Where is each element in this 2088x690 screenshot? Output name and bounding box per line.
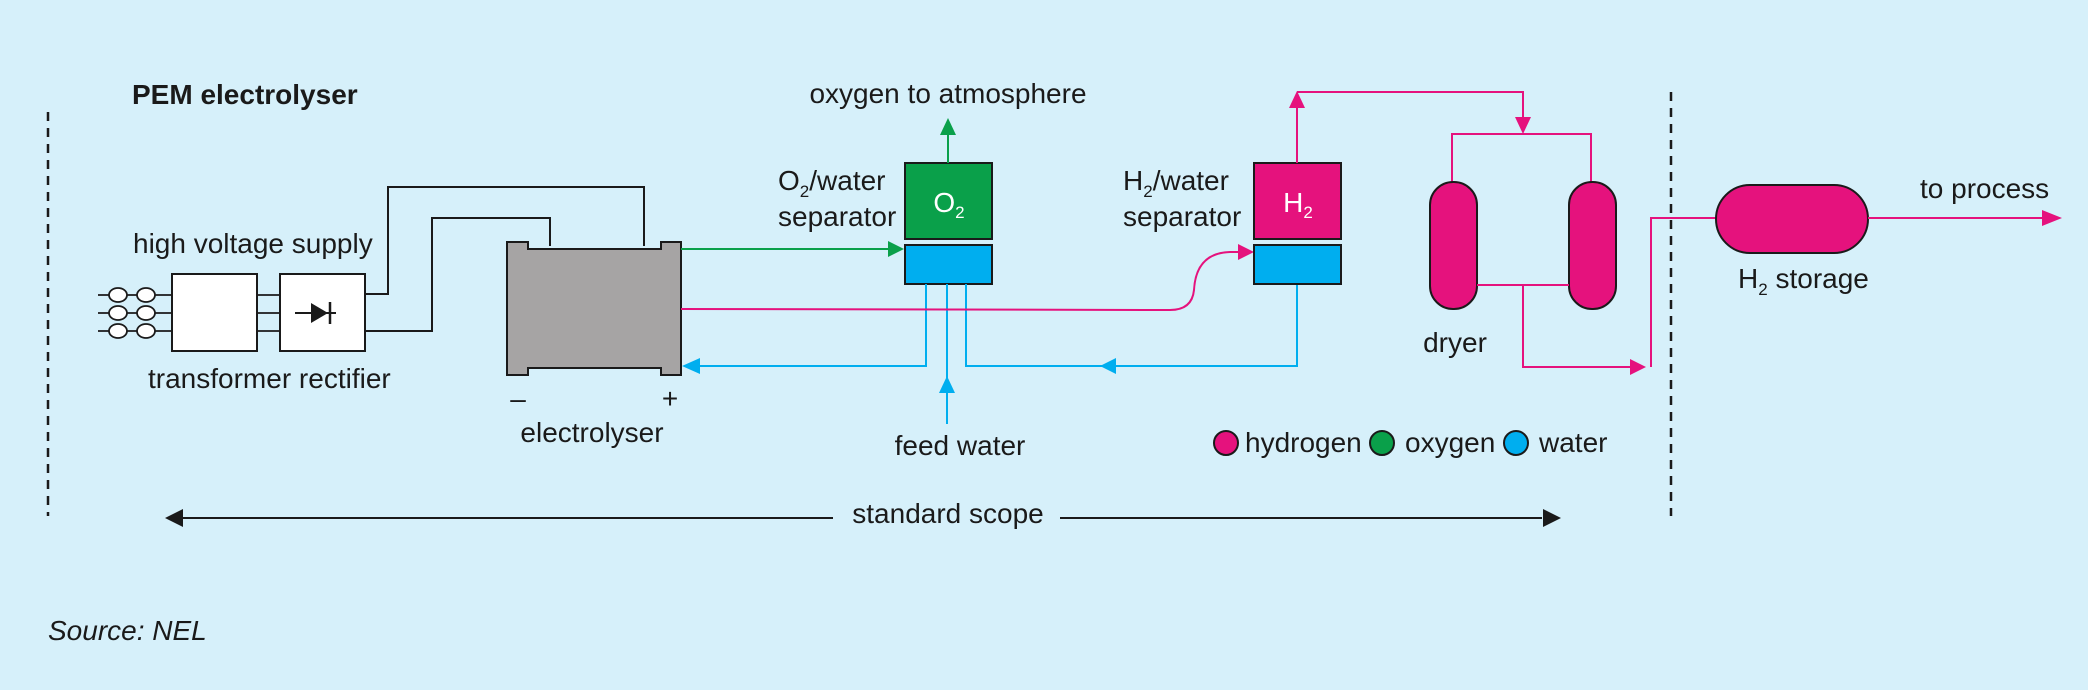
dryer-outlet-line xyxy=(1477,217,1716,368)
legend-water-label: water xyxy=(1538,427,1607,458)
o2-separator-label-line2: separator xyxy=(778,201,896,232)
oxygen-to-atmosphere-label: oxygen to atmosphere xyxy=(809,78,1086,109)
oxygen-vent-arrow xyxy=(940,118,956,135)
electrolyser-stack xyxy=(506,241,682,376)
dryer-label: dryer xyxy=(1423,327,1487,358)
legend-hydrogen-swatch xyxy=(1213,430,1239,456)
o2-separator-tank xyxy=(904,162,993,240)
hydrogen-down-arrow xyxy=(1515,117,1531,134)
standard-scope-arrow xyxy=(165,509,1561,527)
legend-water-swatch xyxy=(1503,430,1529,456)
h2-separator-label-line2: separator xyxy=(1123,201,1241,232)
h2-box-label: H2 xyxy=(1283,187,1313,222)
oxygen-line-arrow xyxy=(888,241,904,257)
high-voltage-supply-label: high voltage supply xyxy=(133,228,373,259)
transformer-rectifier-label: transformer rectifier xyxy=(148,363,391,394)
water-return-arrow-2 xyxy=(1100,358,1116,374)
dc-wires xyxy=(365,186,645,332)
h2-storage-label: H2 storage xyxy=(1738,263,1869,299)
electrolyser-label: electrolyser xyxy=(520,417,663,448)
hydrogen-line xyxy=(680,251,1238,312)
plus-terminal-label: + xyxy=(662,383,678,414)
standard-scope-label: standard scope xyxy=(852,498,1043,529)
diode-icon xyxy=(295,302,336,324)
dryer-vessel-right xyxy=(1568,181,1617,310)
water-return-arrow xyxy=(682,358,700,374)
feed-water-arrow xyxy=(939,376,955,393)
hydrogen-to-dryer-line xyxy=(1296,91,1592,182)
minus-terminal-label: – xyxy=(510,383,526,414)
hydrogen-line-arrow xyxy=(1238,244,1254,260)
legend-hydrogen-label: hydrogen xyxy=(1245,427,1362,458)
legend-oxygen-label: oxygen xyxy=(1405,427,1495,458)
transformer-box xyxy=(171,273,258,352)
feed-water-label: feed water xyxy=(895,430,1026,461)
source-note: Source: NEL xyxy=(48,615,207,646)
hydrogen-up-arrow xyxy=(1289,91,1305,108)
legend: hydrogen oxygen water xyxy=(1213,427,1607,458)
legend-oxygen-swatch xyxy=(1369,430,1395,456)
h2-storage-tank xyxy=(1715,184,1869,254)
to-process-arrow xyxy=(2042,210,2062,226)
o2-separator-label-line1: O2/water xyxy=(778,165,886,201)
h2-separator-label-line1: H2/water xyxy=(1123,165,1229,201)
o2-separator-water xyxy=(904,244,993,285)
h2-separator-tank xyxy=(1253,162,1342,240)
diagram-title: PEM electrolyser xyxy=(132,79,358,110)
dryer-vessel-left xyxy=(1429,181,1478,310)
o2-box-label: O2 xyxy=(933,187,964,222)
three-phase-input-icon xyxy=(98,287,172,339)
h2-separator-water xyxy=(1253,244,1342,285)
water-return-lines xyxy=(700,284,1298,367)
to-process-label: to process xyxy=(1920,173,2049,204)
dryer-outlet-arrow xyxy=(1630,359,1646,375)
